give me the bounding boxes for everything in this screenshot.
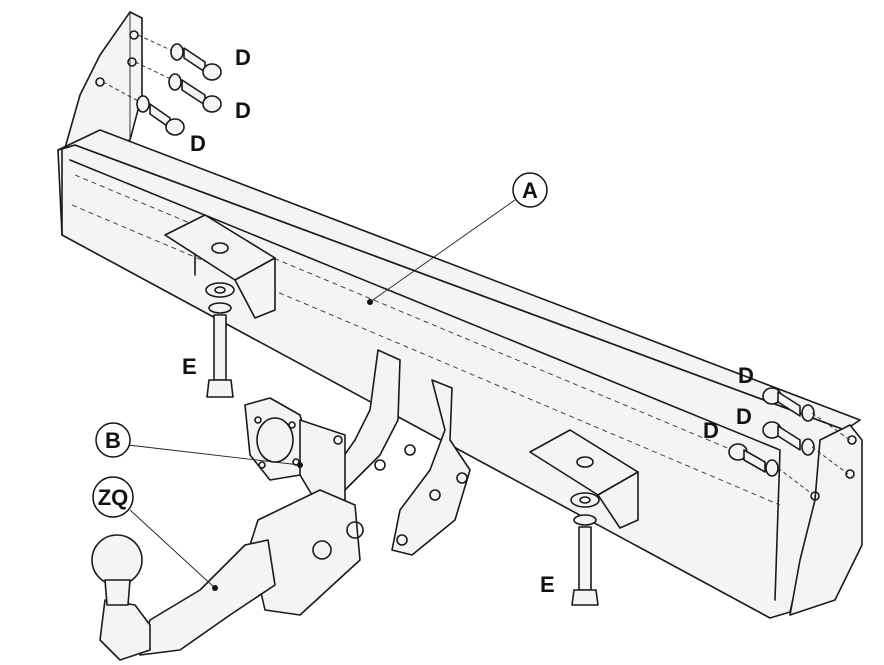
label-d-3: D xyxy=(190,131,206,156)
label-d-2: D xyxy=(235,98,251,123)
label-d-6: D xyxy=(703,418,719,443)
callout-zq-bubble xyxy=(92,476,134,518)
label-e-left: E xyxy=(182,354,197,379)
leader-lines xyxy=(127,199,516,591)
socket-plate-b xyxy=(244,397,346,501)
label-d-5: D xyxy=(736,404,752,429)
left-mounting-bracket xyxy=(64,11,143,151)
right-clamp-bracket xyxy=(529,429,639,529)
left-bolt-e xyxy=(205,282,235,398)
towball-neck-zq xyxy=(91,489,364,661)
label-b: B xyxy=(105,428,121,453)
right-mounting-bracket xyxy=(789,424,863,616)
label-e-right: E xyxy=(540,572,555,597)
callout-b-bubble xyxy=(95,422,131,458)
label-d-4: D xyxy=(738,363,754,388)
left-clamp-bracket xyxy=(164,214,276,319)
label-a: A xyxy=(522,178,538,203)
bolts-d-right xyxy=(728,387,851,495)
label-zq: ZQ xyxy=(98,485,129,510)
label-d-1: D xyxy=(235,45,251,70)
bolts-d-left xyxy=(102,34,222,136)
right-bolt-e xyxy=(570,492,600,606)
callout-a-bubble xyxy=(512,172,548,208)
